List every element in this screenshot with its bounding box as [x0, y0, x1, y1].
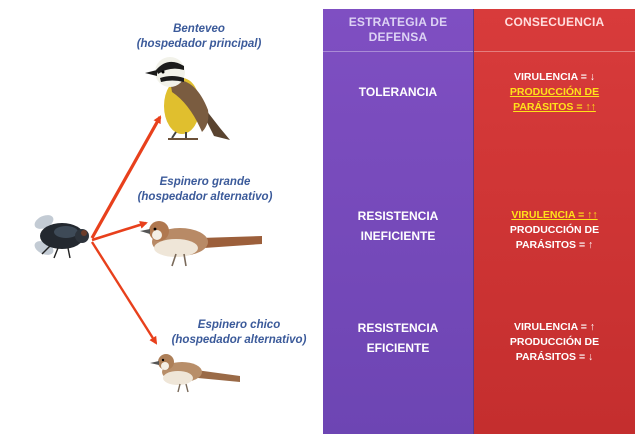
bird-name: Espinero chico	[197, 319, 281, 331]
consequence-line: PRODUCCIÓN DE	[509, 86, 600, 98]
consequence-cell-1: VIRULENCIA = ↓ PRODUCCIÓN DE PARÁSITOS =…	[474, 70, 635, 115]
arrow-to-espinero-chico	[90, 241, 158, 345]
strategy-text: INEFICIENTE	[360, 229, 436, 243]
label-espinero-grande: Espinero grande (hospedador alternativo)	[130, 175, 280, 205]
bird-name: Espinero grande	[159, 176, 251, 188]
strategy-text: TOLERANCIA	[358, 85, 438, 99]
header-line: CONSECUENCIA	[504, 15, 605, 29]
label-espinero-chico: Espinero chico (hospedador alternativo)	[160, 318, 318, 348]
arrow-to-benteveo	[90, 115, 162, 239]
small-thornbird-icon	[150, 354, 240, 393]
host-diagram	[34, 57, 262, 393]
header-divider	[474, 51, 635, 52]
bird-role: (hospedador alternativo)	[137, 191, 273, 203]
arrow-to-espinero-grande	[91, 220, 148, 242]
header-line: DEFENSA	[368, 30, 428, 44]
strategy-cell-tolerancia: TOLERANCIA	[323, 82, 473, 102]
fly-icon	[34, 215, 89, 259]
consequence-line: PARÁSITOS = ↑↑	[513, 101, 596, 113]
consequence-line: VIRULENCIA = ↑↑	[511, 209, 598, 221]
consequence-line: PARÁSITOS = ↑	[515, 239, 594, 251]
consequence-header: CONSECUENCIA	[474, 15, 635, 30]
bird-role: (hospedador principal)	[136, 38, 262, 50]
consequence-line: PRODUCCIÓN DE	[509, 224, 600, 236]
consequence-line: VIRULENCIA = ↓	[514, 71, 595, 83]
consequence-cell-3: VIRULENCIA = ↑ PRODUCCIÓN DE PARÁSITOS =…	[474, 320, 635, 365]
strategy-cell-resistencia-eficiente: RESISTENCIA EFICIENTE	[323, 318, 473, 358]
consequence-cell-2: VIRULENCIA = ↑↑ PRODUCCIÓN DE PARÁSITOS …	[474, 208, 635, 253]
strategy-text: RESISTENCIA	[357, 209, 439, 223]
bird-role: (hospedador alternativo)	[171, 334, 307, 346]
consequence-column: CONSECUENCIA VIRULENCIA = ↓ PRODUCCIÓN D…	[473, 9, 635, 434]
header-divider	[323, 51, 473, 52]
consequence-line: VIRULENCIA = ↑	[514, 321, 595, 333]
header-line: ESTRATEGIA DE	[348, 15, 448, 29]
strategy-cell-resistencia-ineficiente: RESISTENCIA INEFICIENTE	[323, 206, 473, 246]
strategy-text: RESISTENCIA	[357, 321, 439, 335]
strategy-header: ESTRATEGIA DE DEFENSA	[323, 15, 473, 45]
strategy-text: EFICIENTE	[366, 341, 430, 355]
bird-name: Benteveo	[173, 23, 225, 35]
consequence-line: PRODUCCIÓN DE	[509, 336, 600, 348]
strategy-column: ESTRATEGIA DE DEFENSA TOLERANCIA RESISTE…	[323, 9, 473, 434]
kiskadee-bird-icon	[145, 57, 230, 140]
large-thornbird-icon	[140, 221, 262, 267]
consequence-line: PARÁSITOS = ↓	[515, 351, 594, 363]
label-benteveo: Benteveo (hospedador principal)	[124, 22, 274, 52]
